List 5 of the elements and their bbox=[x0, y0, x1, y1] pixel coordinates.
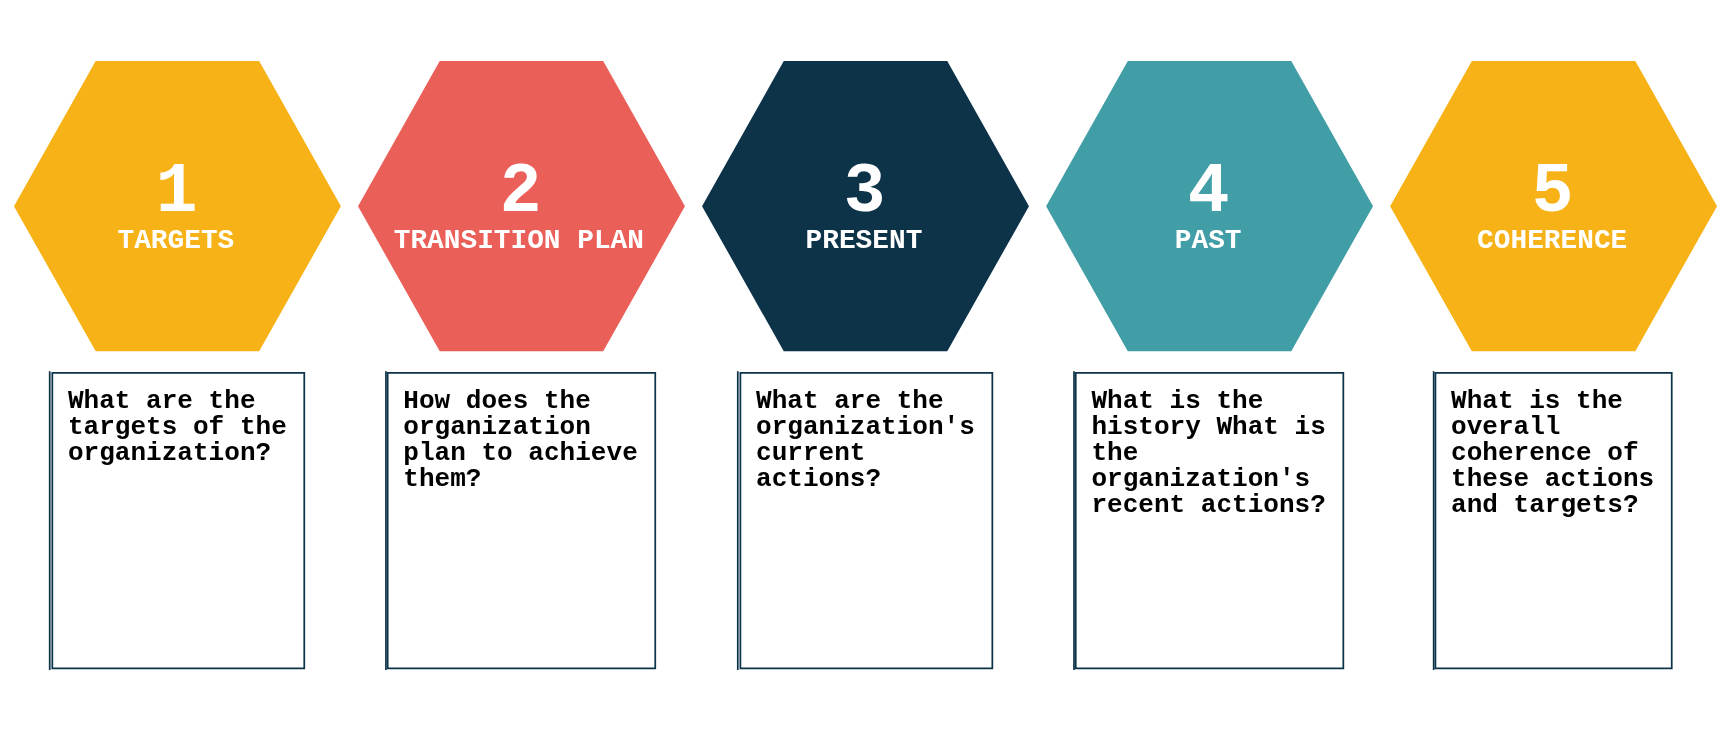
node-label: What are the targets of the organization? bbox=[67, 385, 287, 468]
node-label: What are the organization's current actions? bbox=[756, 385, 975, 494]
node-label: How does the organization plan to achieve them? bbox=[403, 385, 638, 494]
node-label: What is the overall coherence of these actions and targets? bbox=[1451, 385, 1655, 520]
node-label: What is the history What is the organization's recent actions? bbox=[1091, 385, 1326, 520]
